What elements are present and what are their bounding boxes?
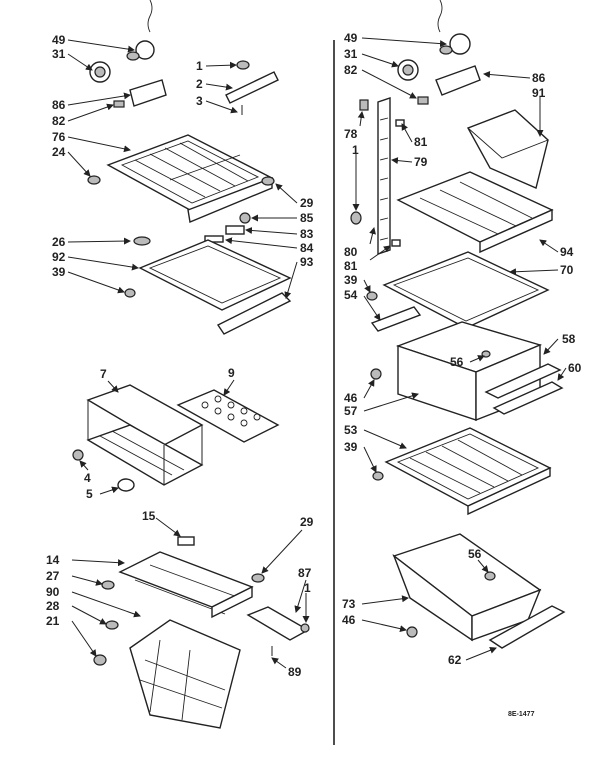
callout-93: 93 [300,255,314,269]
rack-cap [117,478,135,492]
crisper-handle [370,363,564,415]
callout-1: 1 [196,59,203,73]
rack-spring [72,449,84,461]
callout-r70: 70 [560,263,574,277]
callout-r53: 53 [344,423,358,437]
basket [93,619,241,729]
leader-lines [67,37,567,669]
callout-r86: 86 [532,71,546,85]
door-bin-right [466,109,549,189]
callout-r39b: 39 [344,440,358,454]
callout-15: 15 [142,509,156,523]
basket-shelf-frame [101,536,265,619]
callout-9: 9 [228,366,235,380]
callout-90: 90 [46,585,60,599]
light-shield-right [435,65,481,96]
callout-r82: 82 [344,63,358,77]
callout-r1: 1 [352,143,359,157]
callout-27: 27 [46,569,60,583]
callout-r60: 60 [568,361,582,375]
callout-28: 28 [46,599,60,613]
ladder-clip [350,99,405,247]
wire-rack [86,384,204,486]
egg-tray [176,389,280,443]
light-bulb [126,40,155,61]
callout-r49: 49 [344,31,358,45]
callout-r94: 94 [560,245,574,259]
callout-r46: 46 [344,391,358,405]
shelf-ladder [377,97,391,255]
callout-r62: 62 [448,653,462,667]
callout-3: 3 [196,94,203,108]
callout-21: 21 [46,614,60,628]
callout-24: 24 [52,145,66,159]
light-shield [129,79,167,107]
glass-shelf-right [366,251,550,332]
top-break-mark [147,0,153,33]
callout-87: 87 [298,566,312,580]
light-switch [113,100,125,108]
callout-85: 85 [300,211,314,225]
callout-r56b: 56 [468,547,482,561]
glass-shelf [124,236,292,311]
callout-29: 29 [300,196,314,210]
callout-r39: 39 [344,273,358,287]
callout-r31: 31 [344,47,358,61]
crisper-cover [372,427,552,516]
callout-1b: 1 [304,581,311,595]
callout-49: 49 [52,33,66,47]
callout-5: 5 [86,487,93,501]
callout-r57: 57 [344,404,358,418]
callout-r58: 58 [562,332,576,346]
shelf-bracket [225,60,279,115]
callout-r79: 79 [414,155,428,169]
shelf-frame-right [396,171,554,254]
shelf-frame-top [87,134,275,223]
callout-82: 82 [52,114,66,128]
light-bulb-right [439,33,471,55]
callout-r46b: 46 [342,613,356,627]
callout-2: 2 [196,77,203,91]
callout-r80: 80 [344,245,358,259]
callout-labels-right: 49 31 82 86 91 78 1 81 79 80 81 39 54 94… [342,31,582,667]
callout-84: 84 [300,241,314,255]
shelf-trim [216,292,292,335]
callout-29b: 29 [300,515,314,529]
callout-r78: 78 [344,127,358,141]
callout-26: 26 [52,235,66,249]
basket-rail [246,606,310,656]
callout-r56: 56 [450,355,464,369]
callout-r73: 73 [342,597,356,611]
callout-83: 83 [300,227,314,241]
shelf-support-parts [204,212,251,243]
callout-89: 89 [288,665,302,679]
callout-7: 7 [100,367,107,381]
light-switch-right [417,96,429,105]
callout-r54: 54 [344,288,358,302]
callout-4: 4 [84,471,91,485]
callout-r91: 91 [532,86,546,100]
callout-labels-left: 49 31 86 82 1 2 3 76 24 29 85 83 84 26 9… [46,33,314,679]
drawing-code: 8E-1477 [508,711,535,718]
light-socket-right [397,59,419,81]
callout-76: 76 [52,130,66,144]
light-socket [89,61,111,83]
callout-92: 92 [52,250,66,264]
callout-31: 31 [52,47,66,61]
top-break-mark-right [437,0,443,33]
callout-r81: 81 [414,135,428,149]
vegetable-pan [392,533,542,642]
callout-39: 39 [52,265,66,279]
callout-86: 86 [52,98,66,112]
callout-14: 14 [46,553,60,567]
pan-handle [406,605,566,649]
callout-r81b: 81 [344,259,358,273]
